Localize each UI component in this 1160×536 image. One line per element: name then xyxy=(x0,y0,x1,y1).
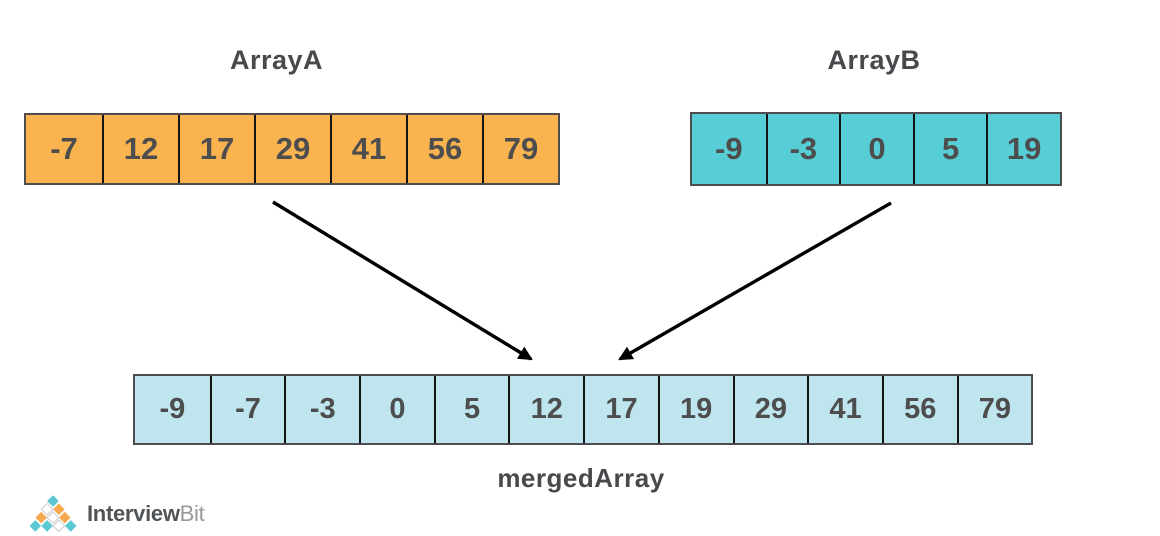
logo-diamond xyxy=(46,511,60,525)
array-cell: 17 xyxy=(583,376,658,443)
arrow-from-array-b xyxy=(618,201,892,361)
logo-diamond xyxy=(29,520,42,532)
array-cell: 29 xyxy=(732,376,808,443)
array-cell: 12 xyxy=(508,376,584,443)
array-cell: -7 xyxy=(26,115,102,183)
array-cell: 41 xyxy=(330,115,406,183)
array-cell: 19 xyxy=(986,114,1060,184)
array-cell: -9 xyxy=(692,114,766,184)
array-cell: 41 xyxy=(807,376,882,443)
array-a-title: ArrayA xyxy=(229,45,324,75)
array-cell: 56 xyxy=(881,376,957,443)
array-cell: -9 xyxy=(135,376,210,443)
interviewbit-logo: InterviewBit xyxy=(28,495,205,533)
logo-diamond xyxy=(40,502,54,516)
array-cell: -7 xyxy=(209,376,285,443)
array-cell: 0 xyxy=(839,114,913,184)
array-b-title: ArrayB xyxy=(827,45,921,75)
array-cell: 0 xyxy=(359,376,434,443)
array-cell: -3 xyxy=(765,114,840,184)
logo-text-bit: Bit xyxy=(179,501,205,526)
array-cell: 79 xyxy=(956,376,1032,443)
array-cell: 79 xyxy=(482,115,558,183)
array-cell: 17 xyxy=(178,115,254,183)
merged-array-title: mergedArray xyxy=(497,463,665,493)
array-cell: 5 xyxy=(433,376,509,443)
arrow-from-array-a xyxy=(272,200,533,361)
logo-text-interview: Interview xyxy=(87,501,180,526)
array-cell: 5 xyxy=(912,114,987,184)
logo-diamond xyxy=(64,520,77,532)
interviewbit-logo-text: InterviewBit xyxy=(87,501,205,527)
array-cell: -3 xyxy=(284,376,360,443)
logo-diamond xyxy=(52,519,66,533)
array-cell: 19 xyxy=(657,376,733,443)
array-cell: 56 xyxy=(406,115,482,183)
array-cell: 29 xyxy=(254,115,330,183)
array-cell: 12 xyxy=(102,115,178,183)
interviewbit-diamonds-icon xyxy=(29,495,77,533)
